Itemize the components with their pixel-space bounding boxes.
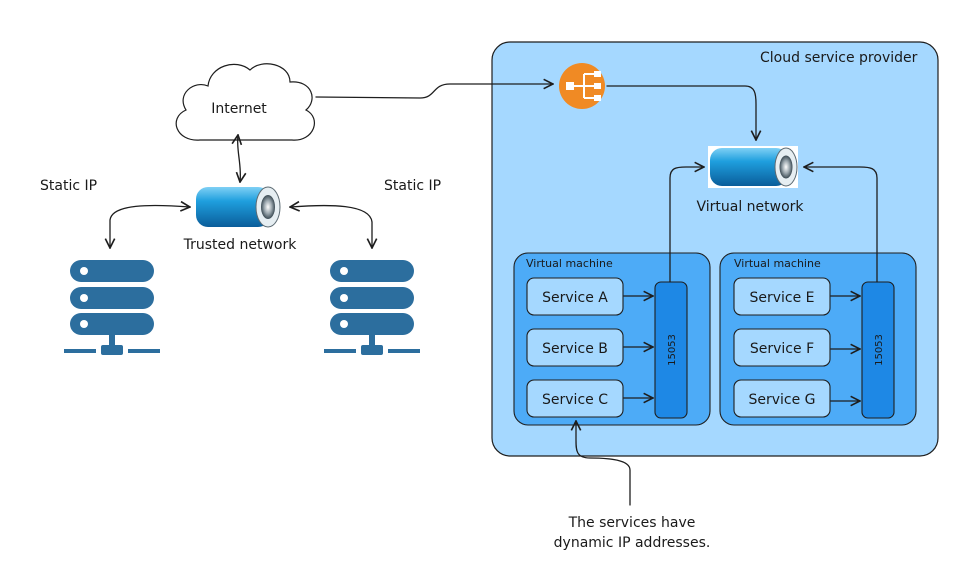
virtual-machine-left: Virtual machine Service A Service B Serv… (513, 252, 711, 426)
provider-label: Cloud service provider (760, 50, 918, 66)
internet-cloud-icon: Internet (175, 63, 315, 141)
service-box (733, 277, 831, 316)
internet-label: Internet (211, 101, 267, 117)
port-bar (654, 281, 688, 419)
port-label: 15053 (667, 334, 678, 366)
service-label: Service F (750, 341, 814, 357)
server-rack-icon (324, 260, 420, 355)
service-label: Service A (542, 290, 608, 306)
load-balancer-icon (559, 63, 605, 109)
service-box (526, 328, 624, 367)
service-box (526, 379, 624, 418)
service-label: Service E (749, 290, 814, 306)
service-box (526, 277, 624, 316)
server-rack-icon (64, 260, 160, 355)
service-box (733, 379, 831, 418)
virtual-machine-right: Virtual machine Service E Service F Serv… (719, 252, 917, 426)
connector-arrow (290, 206, 372, 248)
connector-arrow (315, 84, 553, 99)
service-label: Service B (542, 341, 608, 357)
service-label: Service C (542, 392, 608, 408)
static-ip-left-label: Static IP (40, 178, 97, 194)
virtual-network-label: Virtual network (696, 199, 804, 215)
trusted-network-pipe-icon: Trusted network (183, 186, 298, 253)
service-label: Service G (748, 392, 815, 408)
connector-arrow (669, 167, 704, 283)
virtual-network-pipe-icon: Virtual network (696, 146, 804, 215)
vm-title: Virtual machine (734, 257, 821, 270)
note-line-1: The services have (568, 515, 696, 531)
service-box (733, 328, 831, 367)
note-line-2: dynamic IP addresses. (554, 535, 711, 551)
port-bar (861, 281, 895, 419)
connector-arrow (238, 135, 241, 182)
connector-arrow (110, 205, 190, 248)
trusted-network-label: Trusted network (183, 237, 298, 253)
vm-title: Virtual machine (526, 257, 613, 270)
connector-arrow (804, 167, 878, 283)
connectors (110, 84, 878, 506)
port-label: 15053 (874, 334, 885, 366)
connector-arrow (576, 421, 631, 506)
annotation-note: The services have dynamic IP addresses. (554, 515, 711, 551)
connector-arrow (606, 85, 756, 140)
static-ip-right-label: Static IP (384, 178, 441, 194)
